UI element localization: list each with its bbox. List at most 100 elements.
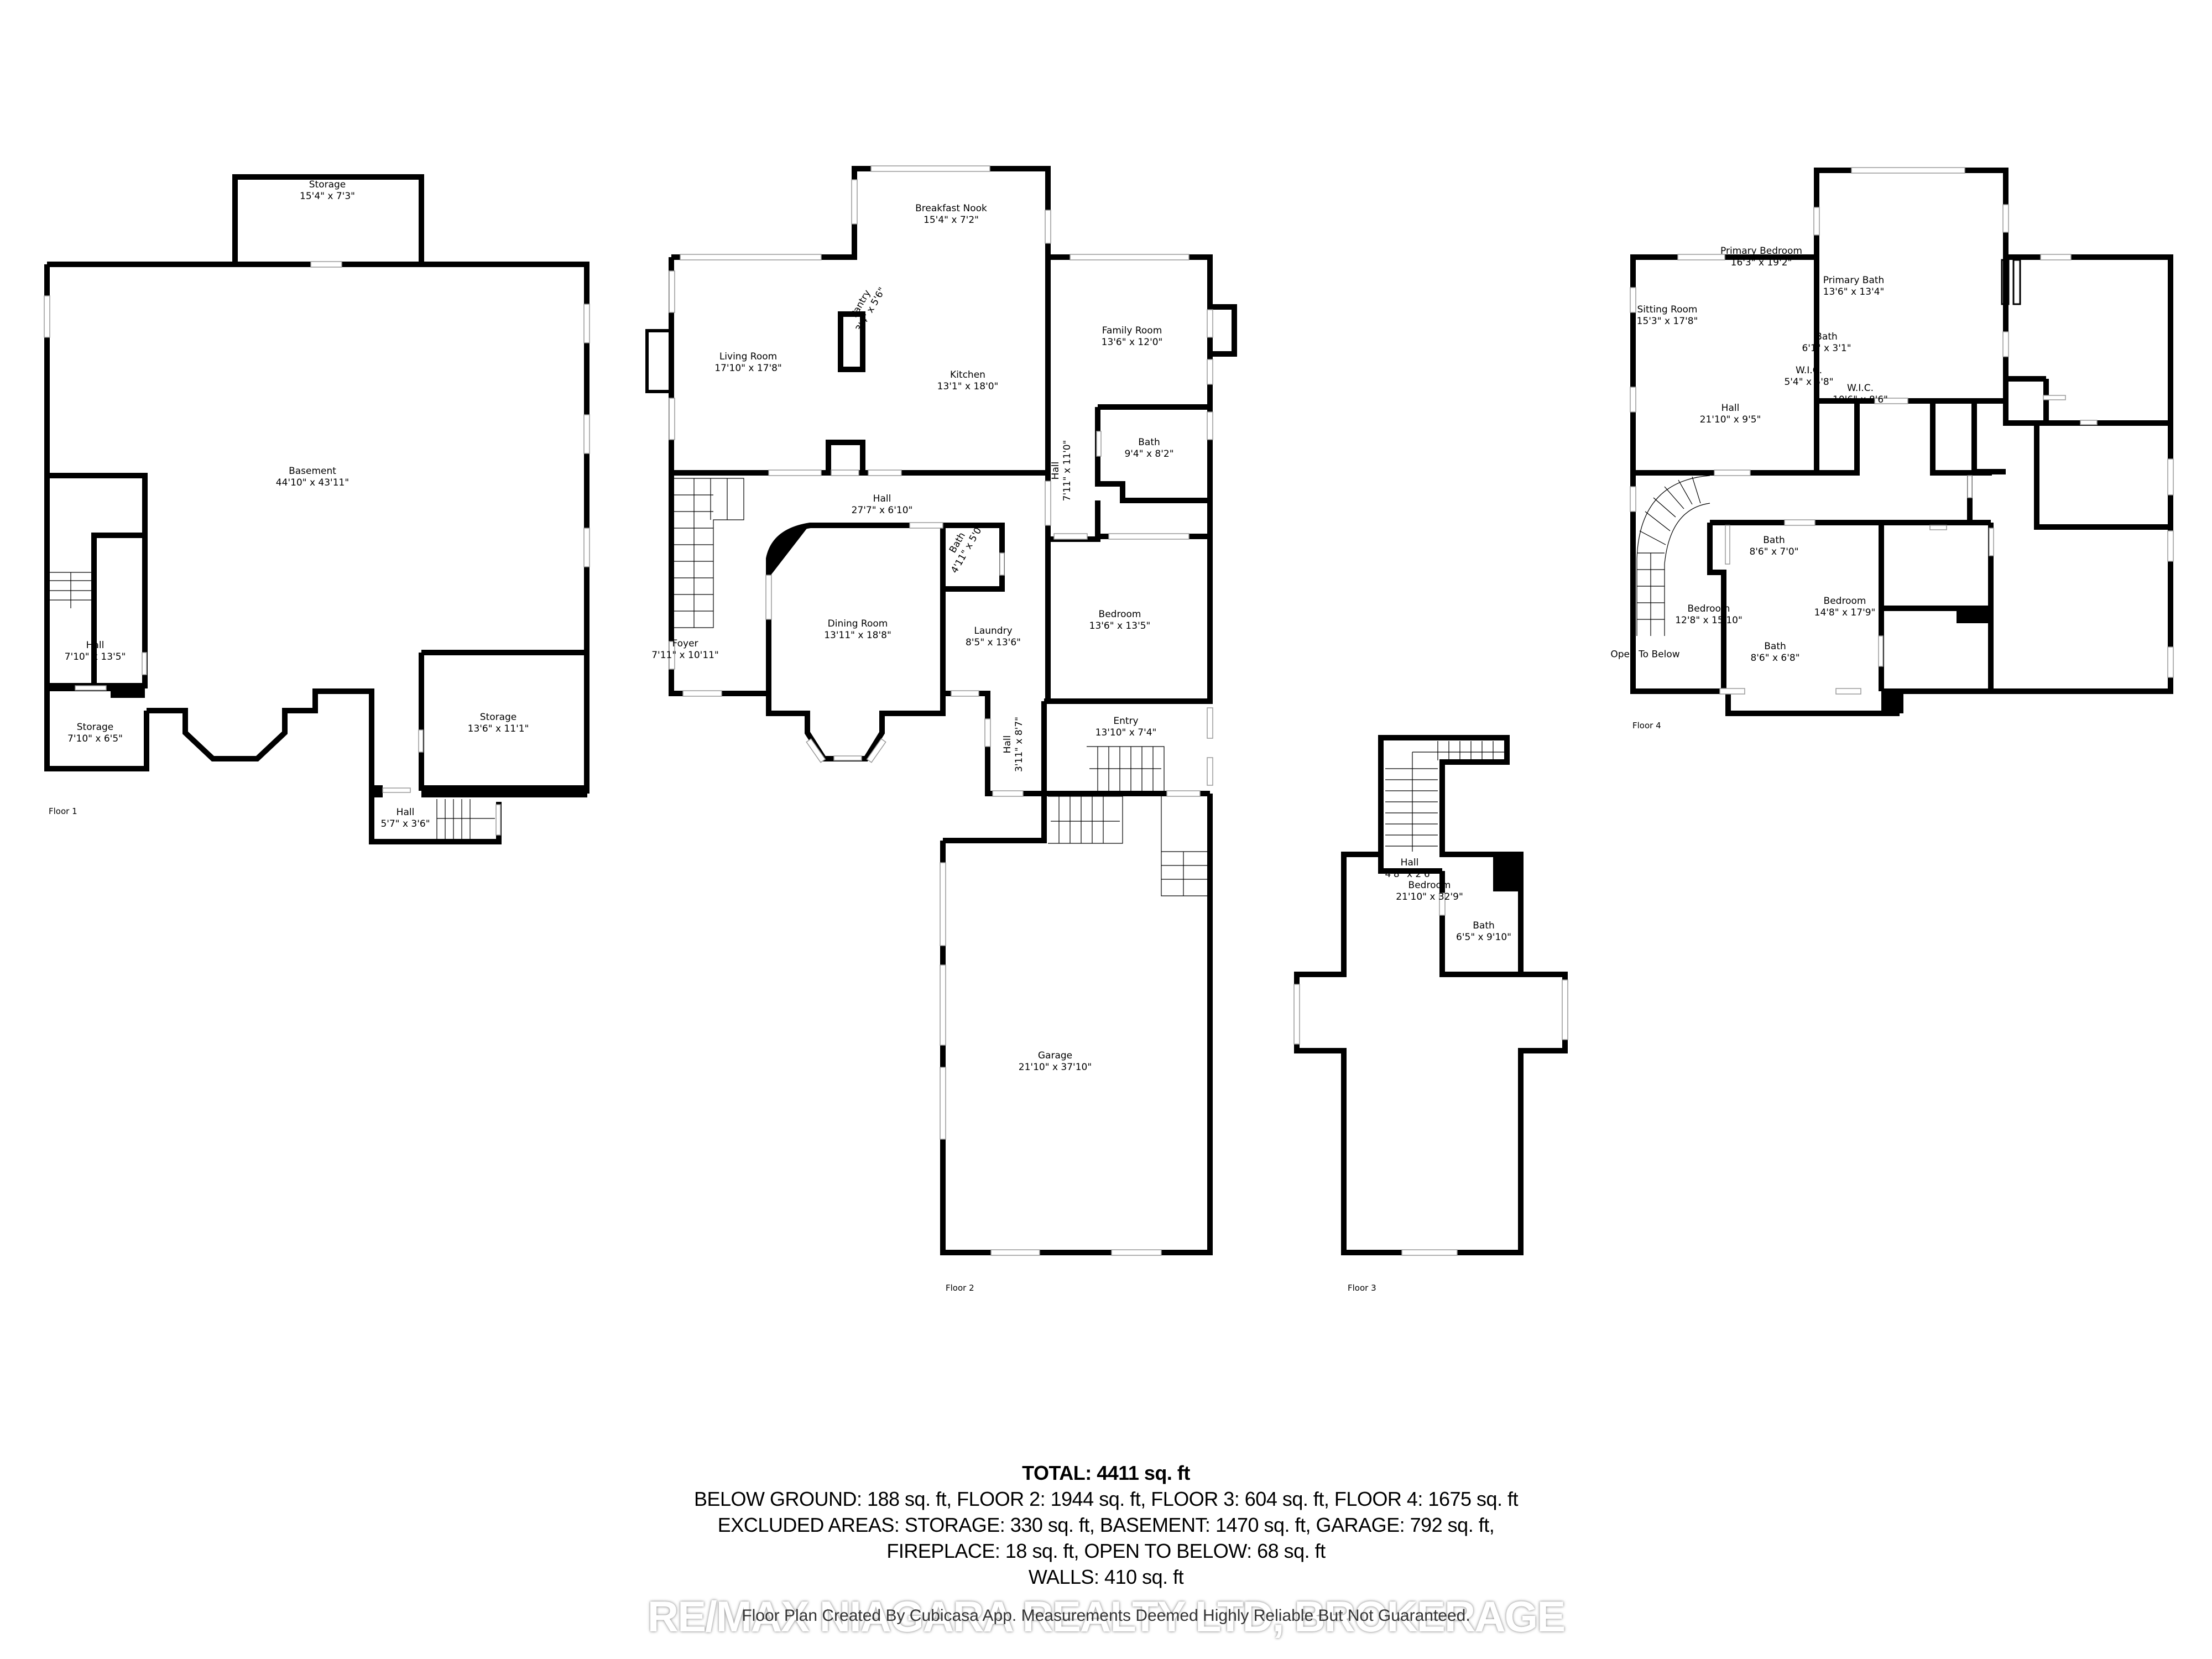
floor-1-label: Floor 1 (49, 806, 77, 816)
room-dimensions: 5'4" x 5'8" (1784, 377, 1834, 388)
floor-plan-credit: Floor Plan Created By Cubicasa App. Meas… (742, 1606, 1470, 1625)
floor-areas: BELOW GROUND: 188 sq. ft, FLOOR 2: 1944 … (693, 1488, 1519, 1510)
room-dimensions: 13'6" x 13'4" (1823, 286, 1885, 298)
floor-3-openings (1293, 893, 1568, 1256)
room-dimensions: 21'10" x 9'5" (1699, 414, 1761, 425)
room-label: W.I.C.5'4" x 5'8" (1784, 365, 1833, 388)
floor-3-stairs (1385, 741, 1504, 852)
room-dimensions: 17'10" x 17'8" (714, 363, 782, 374)
room-dimensions: 13'6" x 12'0" (1101, 337, 1163, 348)
room-dimensions: 44'10" x 43'11" (275, 477, 349, 488)
room-dimensions: 15'4" x 7'3" (300, 191, 355, 202)
room-dimensions: 10'6" x 8'6" (1833, 394, 1888, 405)
room-label: Open To Below (1610, 649, 1679, 661)
room-dimensions: 13'6" x 11'1" (467, 723, 529, 734)
floor-2-stairs (674, 478, 1208, 896)
room-name: Open To Below (1610, 649, 1680, 660)
floor-4-stairs (1636, 475, 1710, 636)
room-name: Kitchen (950, 369, 985, 380)
room-name: Foyer (672, 638, 698, 649)
walls-area: WALLS: 410 sq. ft (1028, 1566, 1184, 1588)
room-label: W.I.C.10'6" x 8'6" (1833, 383, 1888, 406)
floor-1-openings (44, 261, 590, 836)
room-name: Hall (396, 807, 415, 818)
floor-3-fills (1493, 852, 1521, 891)
floor-2-fills (645, 329, 810, 578)
room-name: Storage (479, 712, 517, 723)
room-name: Bath (1763, 535, 1785, 546)
room-name: Hall (86, 640, 105, 651)
floor-3-label: Floor 3 (1348, 1283, 1376, 1293)
floor-2-openings (669, 165, 1213, 1256)
room-dimensions: 4'8" x 2'6" (1385, 869, 1434, 880)
room-name: W.I.C. (1796, 365, 1822, 376)
room-dimensions: 21'10" x 32'9" (1396, 891, 1463, 902)
floor-4-fireplaces (2001, 259, 2021, 305)
room-dimensions: 14'8" x 17'9" (1814, 607, 1876, 618)
room-dimensions: 9'4" x 8'2" (1124, 448, 1174, 460)
room-name: W.I.C. (1847, 383, 1874, 394)
room-name: Hall (873, 493, 891, 504)
room-name: Basement (289, 466, 336, 477)
room-name: Hall (1400, 857, 1419, 868)
room-name: Family Room (1102, 325, 1162, 336)
floor-1-stairs (50, 572, 495, 839)
excluded-areas-cont: FIREPLACE: 18 sq. ft, OPEN TO BELOW: 68 … (886, 1540, 1326, 1562)
room-dimensions: 8'6" x 6'8" (1750, 653, 1800, 664)
room-name: Hall (1721, 403, 1740, 414)
room-dimensions: 15'3" x 17'8" (1636, 316, 1698, 327)
room-dimensions: 6'5" x 9'10" (1456, 932, 1511, 943)
room-name: Bedroom (1823, 596, 1866, 607)
room-dimensions: 21'10" x 37'10" (1018, 1062, 1092, 1073)
room-name: Sitting Room (1637, 304, 1698, 315)
room-name: Garage (1037, 1050, 1073, 1061)
room-dimensions: 7'11" x 10'11" (651, 650, 719, 661)
room-dimensions: 7'11" x 11'0" (1062, 440, 1073, 502)
room-dimensions: 13'10" x 7'4" (1095, 727, 1157, 738)
floor-1-fills (111, 686, 587, 797)
floor-4-openings (1630, 167, 2174, 695)
room-name: Bedroom (1098, 609, 1141, 620)
room-name: Bedroom (1687, 603, 1730, 614)
room-name: Primary Bedroom (1720, 246, 1802, 257)
floor-4-walls (1630, 168, 2173, 716)
room-dimensions: 13'1" x 18'0" (937, 381, 999, 392)
room-name: Laundry (974, 625, 1013, 637)
floor-1-walls (44, 174, 589, 844)
brokerage-watermark: RE/MAX NIAGARA REALTY LTD, BROKERAGE (647, 1592, 1566, 1641)
floor-3-walls (1294, 735, 1568, 1255)
room-dimensions: 8'5" x 13'6" (966, 637, 1021, 648)
excluded-areas: EXCLUDED AREAS: STORAGE: 330 sq. ft, BAS… (717, 1514, 1495, 1536)
room-name: Bath (1815, 331, 1838, 342)
floor-2-label: Floor 2 (946, 1283, 974, 1293)
room-name: Storage (309, 179, 346, 190)
room-dimensions: 3'11" x 8'7" (1014, 717, 1025, 772)
room-name: Primary Bath (1823, 275, 1885, 286)
floor-4-label: Floor 4 (1632, 721, 1661, 731)
